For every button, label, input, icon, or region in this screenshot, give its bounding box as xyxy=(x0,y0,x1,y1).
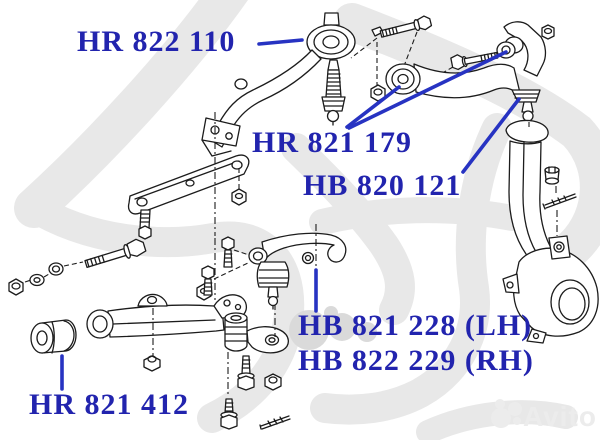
front-upper-control-arm xyxy=(201,12,386,157)
lower-arm-bolt-and-washers xyxy=(8,238,147,296)
part-label-lower-arm-bushing: HR 821 412 xyxy=(29,388,189,421)
avito-logo-icon xyxy=(491,399,522,428)
leader-upper-ball-joint xyxy=(461,97,521,174)
bottom-hardware xyxy=(220,352,291,430)
lower-arm-bushing-part xyxy=(30,319,77,354)
leader-rear-bushing-right xyxy=(347,50,508,130)
part-label-front-upper-arm-bushing: HR 822 110 xyxy=(77,25,236,58)
strut-bar-bracket xyxy=(127,112,250,240)
part-label-upper-ball-joint: HB 820 121 xyxy=(303,169,462,202)
mounting-bolt-rear xyxy=(436,51,499,77)
watermark-swoosh xyxy=(14,0,600,440)
mounting-bolt-upper xyxy=(350,15,433,67)
leader-front-upper-bushing xyxy=(257,38,304,46)
leader-rear-bushing-left xyxy=(345,85,401,129)
rear-upper-control-arm xyxy=(385,21,555,122)
avito-watermark-text: Avito xyxy=(523,401,597,432)
lower-ball-joint-arm xyxy=(201,224,347,310)
leader-lines xyxy=(60,38,521,391)
part-label-lower-ball-joint-rh: HB 822 229 (RH) xyxy=(298,344,534,377)
part-label-rear-upper-arm-bushings: HR 821 179 xyxy=(252,126,412,159)
part-label-lower-ball-joint-lh: HB 821 228 (LH) xyxy=(298,309,533,342)
lower-control-arm xyxy=(86,238,289,372)
steering-knuckle xyxy=(502,119,599,344)
watermark-circles xyxy=(289,306,377,350)
